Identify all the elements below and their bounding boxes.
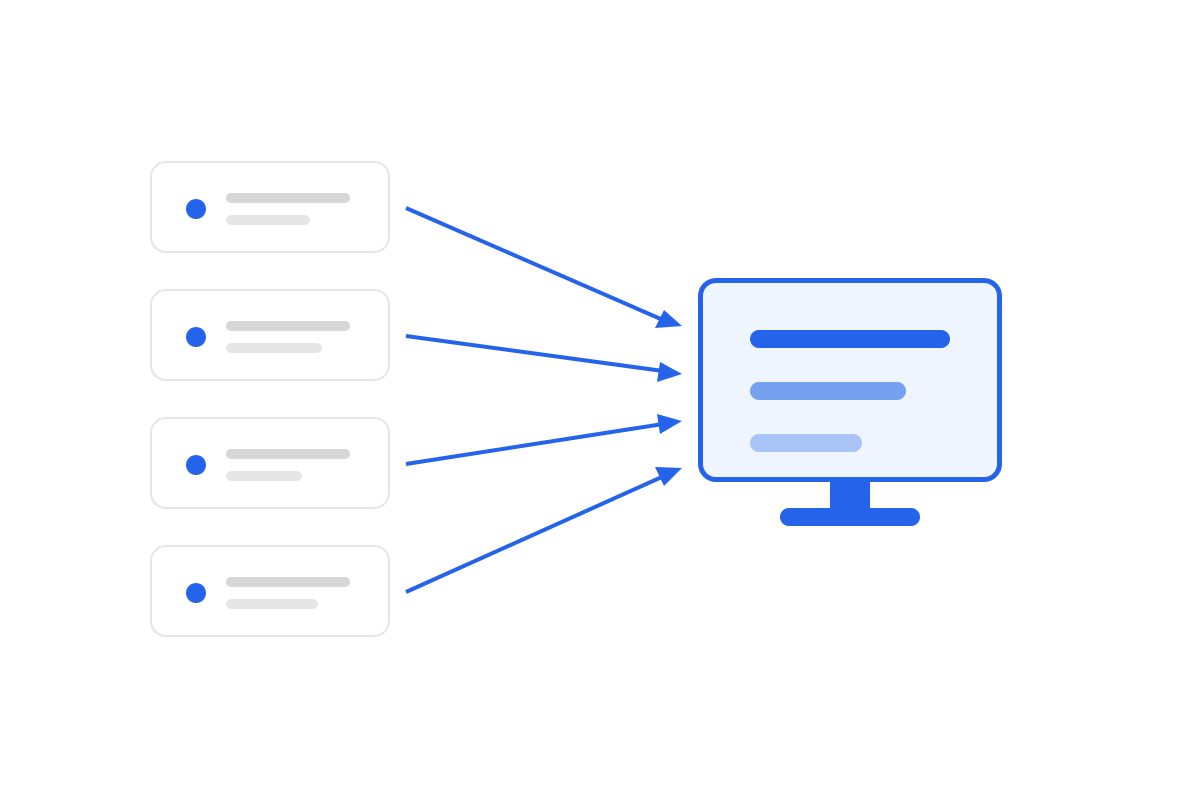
placeholder-line [226, 215, 310, 225]
source-card-4 [150, 545, 390, 637]
source-card-1 [150, 161, 390, 253]
screen-content-bar [750, 330, 950, 348]
blue-dot-icon [186, 199, 206, 219]
placeholder-line [226, 449, 350, 459]
blue-dot-icon [186, 327, 206, 347]
placeholder-line [226, 321, 350, 331]
arrow-head-icon [657, 362, 682, 382]
monitor-stand-neck [830, 480, 870, 510]
screen-content-bar [750, 382, 906, 400]
placeholder-line [226, 193, 350, 203]
blue-dot-icon [186, 583, 206, 603]
arrow-head-icon [655, 310, 682, 328]
arrow-line-4 [405, 474, 665, 594]
arrow-line-1 [405, 206, 664, 322]
blue-dot-icon [186, 455, 206, 475]
placeholder-line [226, 577, 350, 587]
monitor-stand-base [780, 508, 920, 526]
arrow-line-3 [405, 422, 664, 466]
monitor-screen [698, 278, 1002, 482]
arrow-line-2 [405, 334, 664, 373]
placeholder-line [226, 343, 322, 353]
arrow-head-icon [655, 467, 682, 486]
placeholder-line [226, 599, 318, 609]
screen-content-bar [750, 434, 862, 452]
source-card-2 [150, 289, 390, 381]
placeholder-line [226, 471, 302, 481]
arrow-head-icon [657, 414, 682, 434]
source-card-3 [150, 417, 390, 509]
